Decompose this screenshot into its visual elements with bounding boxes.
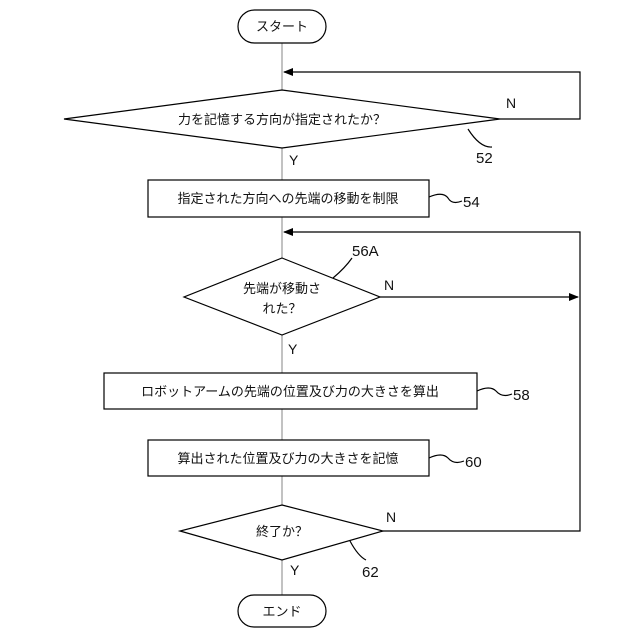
decision-tip-moved-line2: れた？ bbox=[262, 302, 301, 317]
decision-end-yes-label: Y bbox=[290, 562, 300, 578]
start-label: スタート bbox=[256, 20, 308, 35]
ref-60: 60 bbox=[465, 454, 482, 471]
decision-tip-moved-line1: 先端が移動さ bbox=[243, 282, 321, 297]
decision-end-no-label: N bbox=[386, 509, 396, 525]
ref-58: 58 bbox=[513, 387, 530, 404]
ref-leader-58 bbox=[477, 388, 512, 395]
end-label: エンド bbox=[262, 605, 301, 620]
decision-direction-no-label: N bbox=[506, 95, 516, 111]
ref-leader-52 bbox=[468, 129, 492, 147]
process-limit-movement-text: 指定された方向への先端の移動を制限 bbox=[177, 191, 398, 207]
ref-56a: 56A bbox=[352, 243, 379, 260]
process-calculate-text: ロボットアームの先端の位置及び力の大きさを算出 bbox=[141, 385, 439, 400]
decision-direction-text: 力を記憶する方向が指定されたか？ bbox=[178, 112, 386, 128]
decision-tip-moved-yes-label: Y bbox=[288, 341, 298, 357]
ref-52: 52 bbox=[476, 150, 493, 167]
ref-leader-54 bbox=[429, 194, 462, 202]
process-store-text: 算出された位置及び力の大きさを記憶 bbox=[177, 451, 398, 467]
decision-end-check-text: 終了か？ bbox=[256, 524, 308, 540]
decision-tip-moved-no-label: N bbox=[384, 277, 394, 293]
ref-leader-56a bbox=[333, 258, 352, 278]
decision-direction-yes-label: Y bbox=[289, 152, 299, 168]
ref-leader-60 bbox=[429, 455, 464, 462]
ref-62: 62 bbox=[362, 564, 379, 581]
ref-leader-62 bbox=[350, 541, 366, 560]
ref-54: 54 bbox=[463, 194, 480, 211]
